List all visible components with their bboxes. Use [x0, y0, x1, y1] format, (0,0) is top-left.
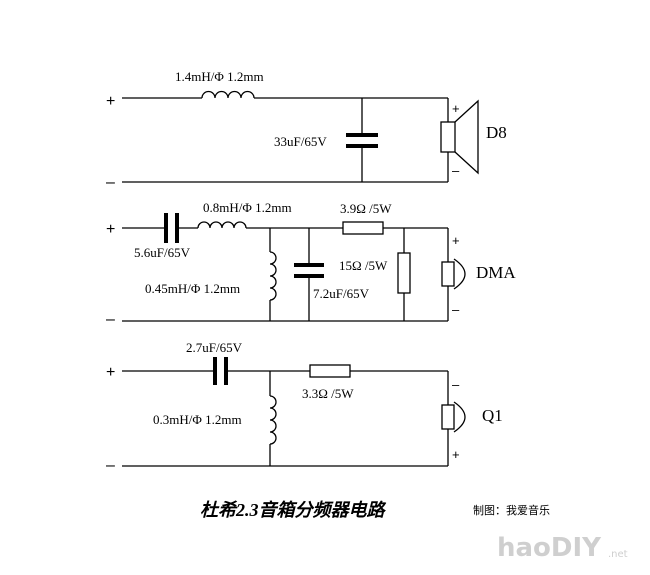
- circuit-2: + – 5.6uF/65V 0.8mH/Φ 1.2mm 3.9Ω /5W 0.4…: [106, 200, 516, 328]
- c1-capacitor-label: 33uF/65V: [274, 134, 327, 149]
- c1-inductor-label: 1.4mH/Φ 1.2mm: [175, 69, 264, 84]
- circuit-1: + – 1.4mH/Φ 1.2mm 33uF/65V + – D8: [106, 69, 507, 191]
- circuit-3: + – 2.7uF/65V 3.3Ω /5W 0.3mH/Φ 1.2mm – +…: [106, 340, 503, 474]
- c2-speaker-label: DMA: [476, 263, 516, 282]
- c1-input-plus: +: [106, 93, 115, 110]
- c3-speaker-label: Q1: [482, 406, 503, 425]
- c2-series-cap-label: 5.6uF/65V: [134, 245, 191, 260]
- c1-spk-plus: +: [452, 101, 460, 116]
- c1-spk-minus: –: [452, 163, 460, 178]
- c2-series-inductor-label: 0.8mH/Φ 1.2mm: [203, 200, 292, 215]
- c2-series-inductor: [197, 221, 247, 229]
- c3-spk-minus: –: [452, 377, 460, 392]
- c2-shunt-inductor-label: 0.45mH/Φ 1.2mm: [145, 281, 240, 296]
- c2-shunt-resistor: [397, 252, 411, 294]
- c3-spk-plus: +: [452, 447, 460, 462]
- diagram-title: 杜希2.3音箱分频器电路: [200, 500, 386, 520]
- c2-shunt-inductor: [269, 251, 277, 301]
- c3-series-resistor: [309, 364, 351, 378]
- c2-spk-plus: +: [452, 233, 460, 248]
- c1-speaker-label: D8: [486, 123, 507, 142]
- c2-spk-minus: –: [452, 302, 460, 317]
- c2-input-minus: –: [106, 311, 115, 328]
- c3-input-minus: –: [106, 457, 115, 474]
- c3-input-plus: +: [106, 364, 115, 381]
- c2-shunt-resistor-label: 15Ω /5W: [339, 258, 388, 273]
- c3-shunt-inductor-label: 0.3mH/Φ 1.2mm: [153, 412, 242, 427]
- c1-inductor: [201, 90, 255, 99]
- c3-series-cap-label: 2.7uF/65V: [186, 340, 243, 355]
- c1-input-minus: –: [106, 174, 115, 191]
- c3-speaker-magnet: [441, 404, 455, 430]
- c1-speaker-cone-icon: [454, 99, 479, 175]
- c2-series-resistor-label: 3.9Ω /5W: [340, 201, 392, 216]
- c2-speaker-dome-icon: [453, 258, 466, 290]
- c2-series-resistor: [342, 221, 384, 235]
- c1-speaker-magnet: [440, 121, 456, 153]
- c3-speaker-dome-icon: [453, 401, 466, 433]
- c2-input-plus: +: [106, 221, 115, 238]
- watermark-logo: haoDIY: [497, 533, 602, 563]
- c2-speaker-magnet: [441, 261, 455, 287]
- diagram-credit: 制图：我爱音乐: [473, 503, 550, 517]
- c2-shunt-cap-label: 7.2uF/65V: [313, 286, 370, 301]
- watermark-suffix: .net: [608, 549, 628, 560]
- c3-series-resistor-label: 3.3Ω /5W: [302, 386, 354, 401]
- c3-shunt-inductor: [269, 395, 277, 445]
